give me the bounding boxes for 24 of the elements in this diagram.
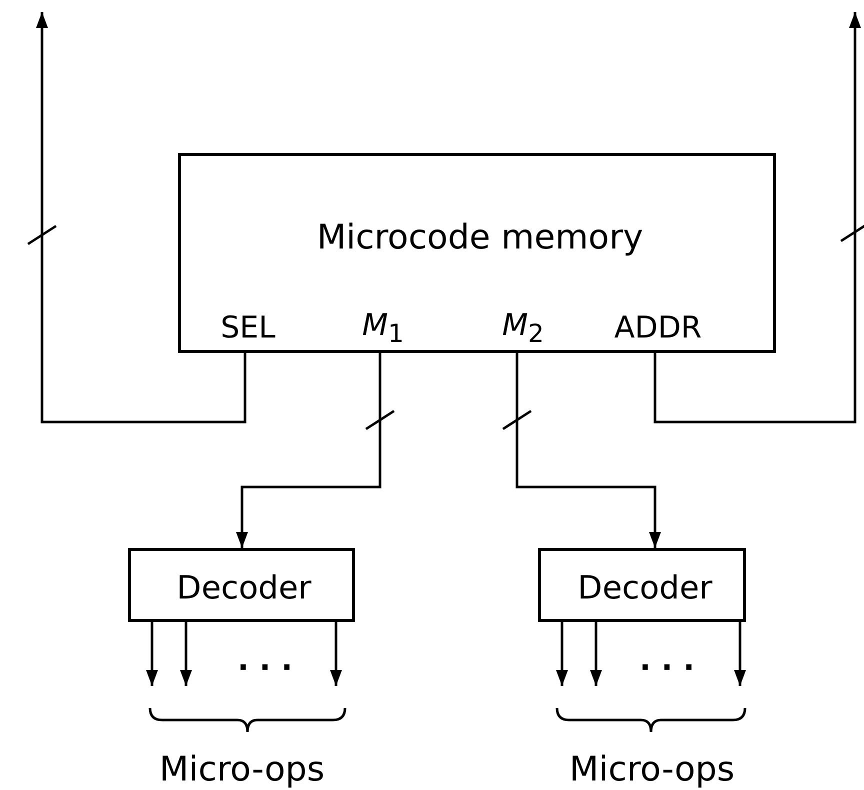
box-title: Decoder: [578, 570, 712, 606]
group-label: Micro-ops: [569, 751, 735, 789]
field-label: M$_{2}$: [502, 308, 544, 348]
field-label: M$_{1}$: [362, 308, 404, 348]
connector-arrow: [146, 622, 158, 686]
connector-arrow: [516, 353, 661, 548]
decoder-box: [128, 548, 355, 622]
connector-arrow: [180, 622, 192, 686]
connector-arrow: [236, 353, 382, 548]
decoder-box: [538, 548, 746, 622]
connector-arrow: [556, 622, 568, 686]
ellipsis-label: · · ·: [639, 652, 695, 684]
box-title: Microcode memory: [316, 219, 644, 257]
field-label: ADDR: [614, 312, 702, 344]
group-label: Micro-ops: [159, 751, 325, 789]
connector-arrow: [654, 12, 861, 424]
ellipsis-label: · · ·: [237, 652, 293, 684]
box-title: Decoder: [176, 570, 312, 606]
connector-arrow: [590, 622, 602, 686]
connector-arrow: [36, 12, 246, 424]
connector-arrow: [734, 622, 746, 686]
connector-arrow: [330, 622, 342, 686]
field-label: SEL: [220, 312, 276, 344]
memory-box: [178, 153, 776, 353]
